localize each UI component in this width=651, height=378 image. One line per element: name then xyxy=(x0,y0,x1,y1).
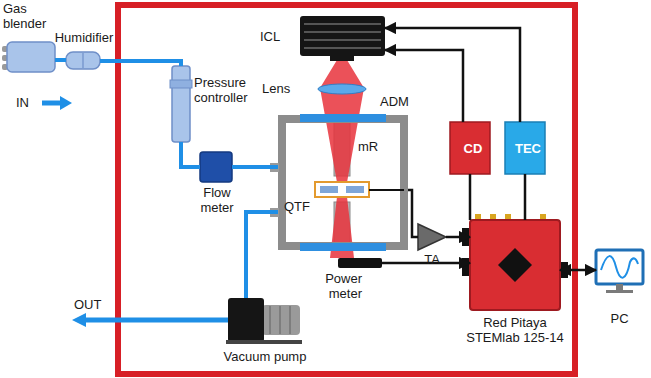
red-pitaya-node: Red Pitaya STEMlab 125-14 xyxy=(470,220,560,310)
pressure-controller-icon xyxy=(170,66,192,142)
signal-wire xyxy=(408,190,418,237)
laser-source-node: ICL xyxy=(300,16,385,60)
amplifier-symbol xyxy=(418,224,446,250)
laser-icon xyxy=(300,16,385,61)
signal-wire xyxy=(446,236,470,239)
signal-wire xyxy=(469,174,472,220)
node-label: Gas blender xyxy=(3,2,55,32)
detection-module-node: ADM xyxy=(278,115,408,250)
gas-tube xyxy=(181,142,200,167)
gas-blender-icon xyxy=(2,42,55,72)
outlet-arrow xyxy=(72,313,228,327)
node-label: Pressure controller xyxy=(194,76,272,106)
node-label: TEC xyxy=(505,122,551,174)
vacuum-pump-icon xyxy=(226,298,302,344)
humidifier-icon xyxy=(66,52,100,69)
gas-tube xyxy=(55,58,66,62)
tec-controller-node: TEC xyxy=(505,122,551,174)
gas-tube xyxy=(100,61,181,66)
part-label: QTF xyxy=(284,200,314,215)
humidifier-node: Humidifier xyxy=(66,52,100,69)
gas-tube xyxy=(246,212,278,298)
node-label: ADM xyxy=(380,95,420,110)
pc-node: PC xyxy=(596,250,643,290)
amplifier-node: TA xyxy=(418,224,446,250)
node-label: Red Pitaya STEMlab 125-14 xyxy=(458,316,572,346)
adm-housing xyxy=(270,114,404,251)
node-label: Power meter xyxy=(308,272,362,302)
outlet-label: OUT xyxy=(74,298,110,313)
pc-monitor xyxy=(596,250,643,293)
node-label: Flow meter xyxy=(194,186,240,216)
gas-tube xyxy=(232,165,278,169)
red-pitaya-board xyxy=(462,214,568,310)
part-label: Lens xyxy=(262,82,302,97)
current-driver-node: CD xyxy=(450,122,496,174)
power-meter-icon xyxy=(338,258,382,268)
tuning-fork xyxy=(315,182,404,197)
flow-meter-icon xyxy=(200,152,232,182)
inlet-label: IN xyxy=(16,96,40,111)
flow-meter-node: Flow meter xyxy=(200,152,232,182)
part-label: mR xyxy=(358,140,382,155)
signal-wire xyxy=(560,269,596,272)
lens-symbol xyxy=(318,84,366,94)
node-label: Vacuum pump xyxy=(216,350,314,365)
pressure-controller-node: Pressure controller xyxy=(172,66,190,142)
node-label: Humidifier xyxy=(48,31,120,46)
node-label: TA xyxy=(416,253,448,268)
node-label: PC xyxy=(596,312,643,327)
signal-wire xyxy=(385,50,463,122)
power-meter-node: Power meter xyxy=(338,258,382,268)
node-label: ICL xyxy=(260,30,294,45)
signal-wire xyxy=(524,174,527,220)
gas-blender-node: Gas blender xyxy=(7,42,55,72)
inlet-arrow xyxy=(42,96,72,110)
node-label: CD xyxy=(450,122,496,174)
vacuum-pump-node: Vacuum pump xyxy=(228,298,302,342)
